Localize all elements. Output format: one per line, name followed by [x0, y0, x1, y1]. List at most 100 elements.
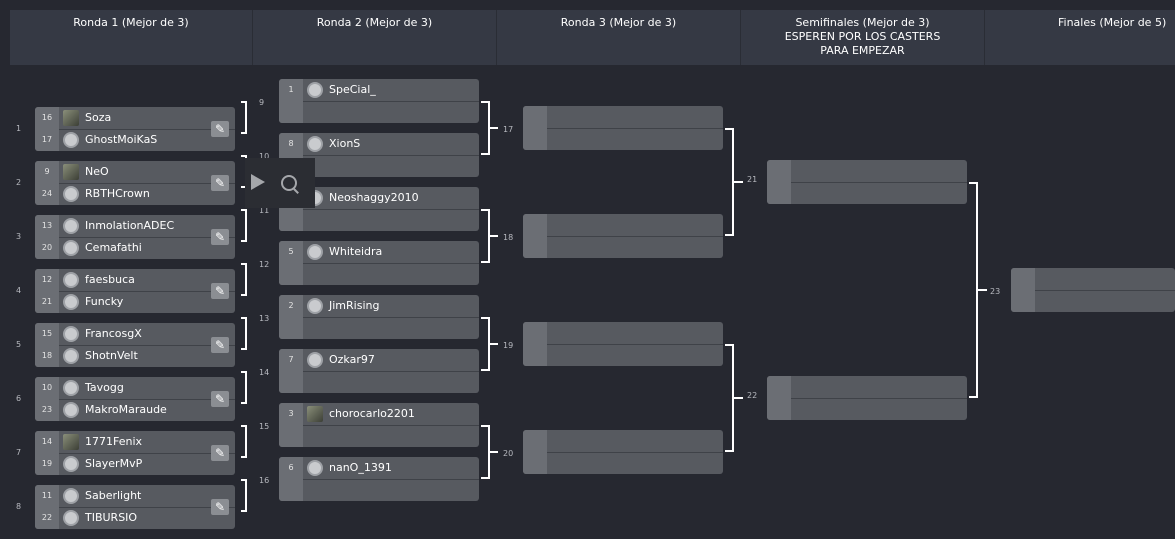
player-name: Saberlight [85, 489, 142, 502]
team-slot[interactable] [279, 425, 479, 447]
team-slot[interactable] [523, 214, 723, 237]
team-slot[interactable] [767, 160, 967, 183]
team-slot[interactable] [1011, 290, 1175, 312]
edit-icon[interactable]: ✎ [211, 445, 229, 461]
match-round3[interactable] [523, 106, 723, 150]
team-slot[interactable] [279, 479, 479, 501]
match-number: 23 [990, 287, 1001, 296]
team-slot[interactable] [1011, 268, 1175, 291]
edit-icon[interactable]: ✎ [211, 121, 229, 137]
seed-number [523, 214, 547, 236]
match-round3[interactable] [523, 430, 723, 474]
team-slot[interactable] [523, 236, 723, 258]
team-slot[interactable] [279, 209, 479, 231]
seed-number: 22 [35, 507, 59, 529]
match-round3[interactable] [523, 214, 723, 258]
match-number: 18 [503, 233, 514, 242]
player-avatar [63, 434, 79, 450]
team-slot[interactable] [279, 101, 479, 123]
player-name: FrancosgX [85, 327, 142, 340]
bracket-connector [725, 128, 734, 236]
team-slot[interactable] [523, 322, 723, 345]
team-slot[interactable] [279, 317, 479, 339]
team-slot[interactable] [767, 376, 967, 399]
edit-icon[interactable]: ✎ [211, 229, 229, 245]
team-slot[interactable] [523, 344, 723, 366]
seed-number: 12 [35, 269, 59, 291]
team-slot[interactable] [523, 128, 723, 150]
edit-icon[interactable]: ✎ [211, 499, 229, 515]
team-slot[interactable] [279, 371, 479, 393]
seed-number: 18 [35, 345, 59, 367]
finals-title: Finales (Mejor de 5) [1058, 16, 1167, 29]
player-name: chorocarlo2201 [329, 407, 415, 420]
edit-icon[interactable]: ✎ [211, 391, 229, 407]
match-number: 12 [259, 260, 270, 269]
bracket-connector [481, 317, 490, 371]
match-semifinal[interactable] [767, 376, 967, 420]
edit-icon[interactable]: ✎ [211, 283, 229, 299]
seed-number: 6 [279, 457, 303, 479]
match-semifinal[interactable] [767, 160, 967, 204]
edit-icon[interactable]: ✎ [211, 175, 229, 191]
team-slot[interactable] [523, 106, 723, 129]
team-slot[interactable] [523, 452, 723, 474]
player-avatar [307, 244, 323, 260]
bracket-connector [241, 371, 247, 404]
team-slot[interactable] [767, 398, 967, 420]
seed-number: 7 [279, 349, 303, 371]
player-name: Tavogg [85, 381, 124, 394]
play-icon[interactable] [251, 174, 265, 190]
search-icon[interactable] [281, 175, 297, 191]
edit-icon[interactable]: ✎ [211, 337, 229, 353]
team-slot[interactable] [523, 430, 723, 453]
player-avatar [307, 136, 323, 152]
player-avatar [63, 240, 79, 256]
team-slot[interactable] [279, 263, 479, 285]
match-number: 9 [259, 98, 265, 107]
player-name: SpeCial_ [329, 83, 376, 96]
match-final[interactable] [1011, 268, 1175, 312]
bracket-connector-tick [490, 235, 498, 237]
team-slot[interactable] [767, 182, 967, 204]
match-round3[interactable] [523, 322, 723, 366]
seed-number [1011, 268, 1035, 290]
